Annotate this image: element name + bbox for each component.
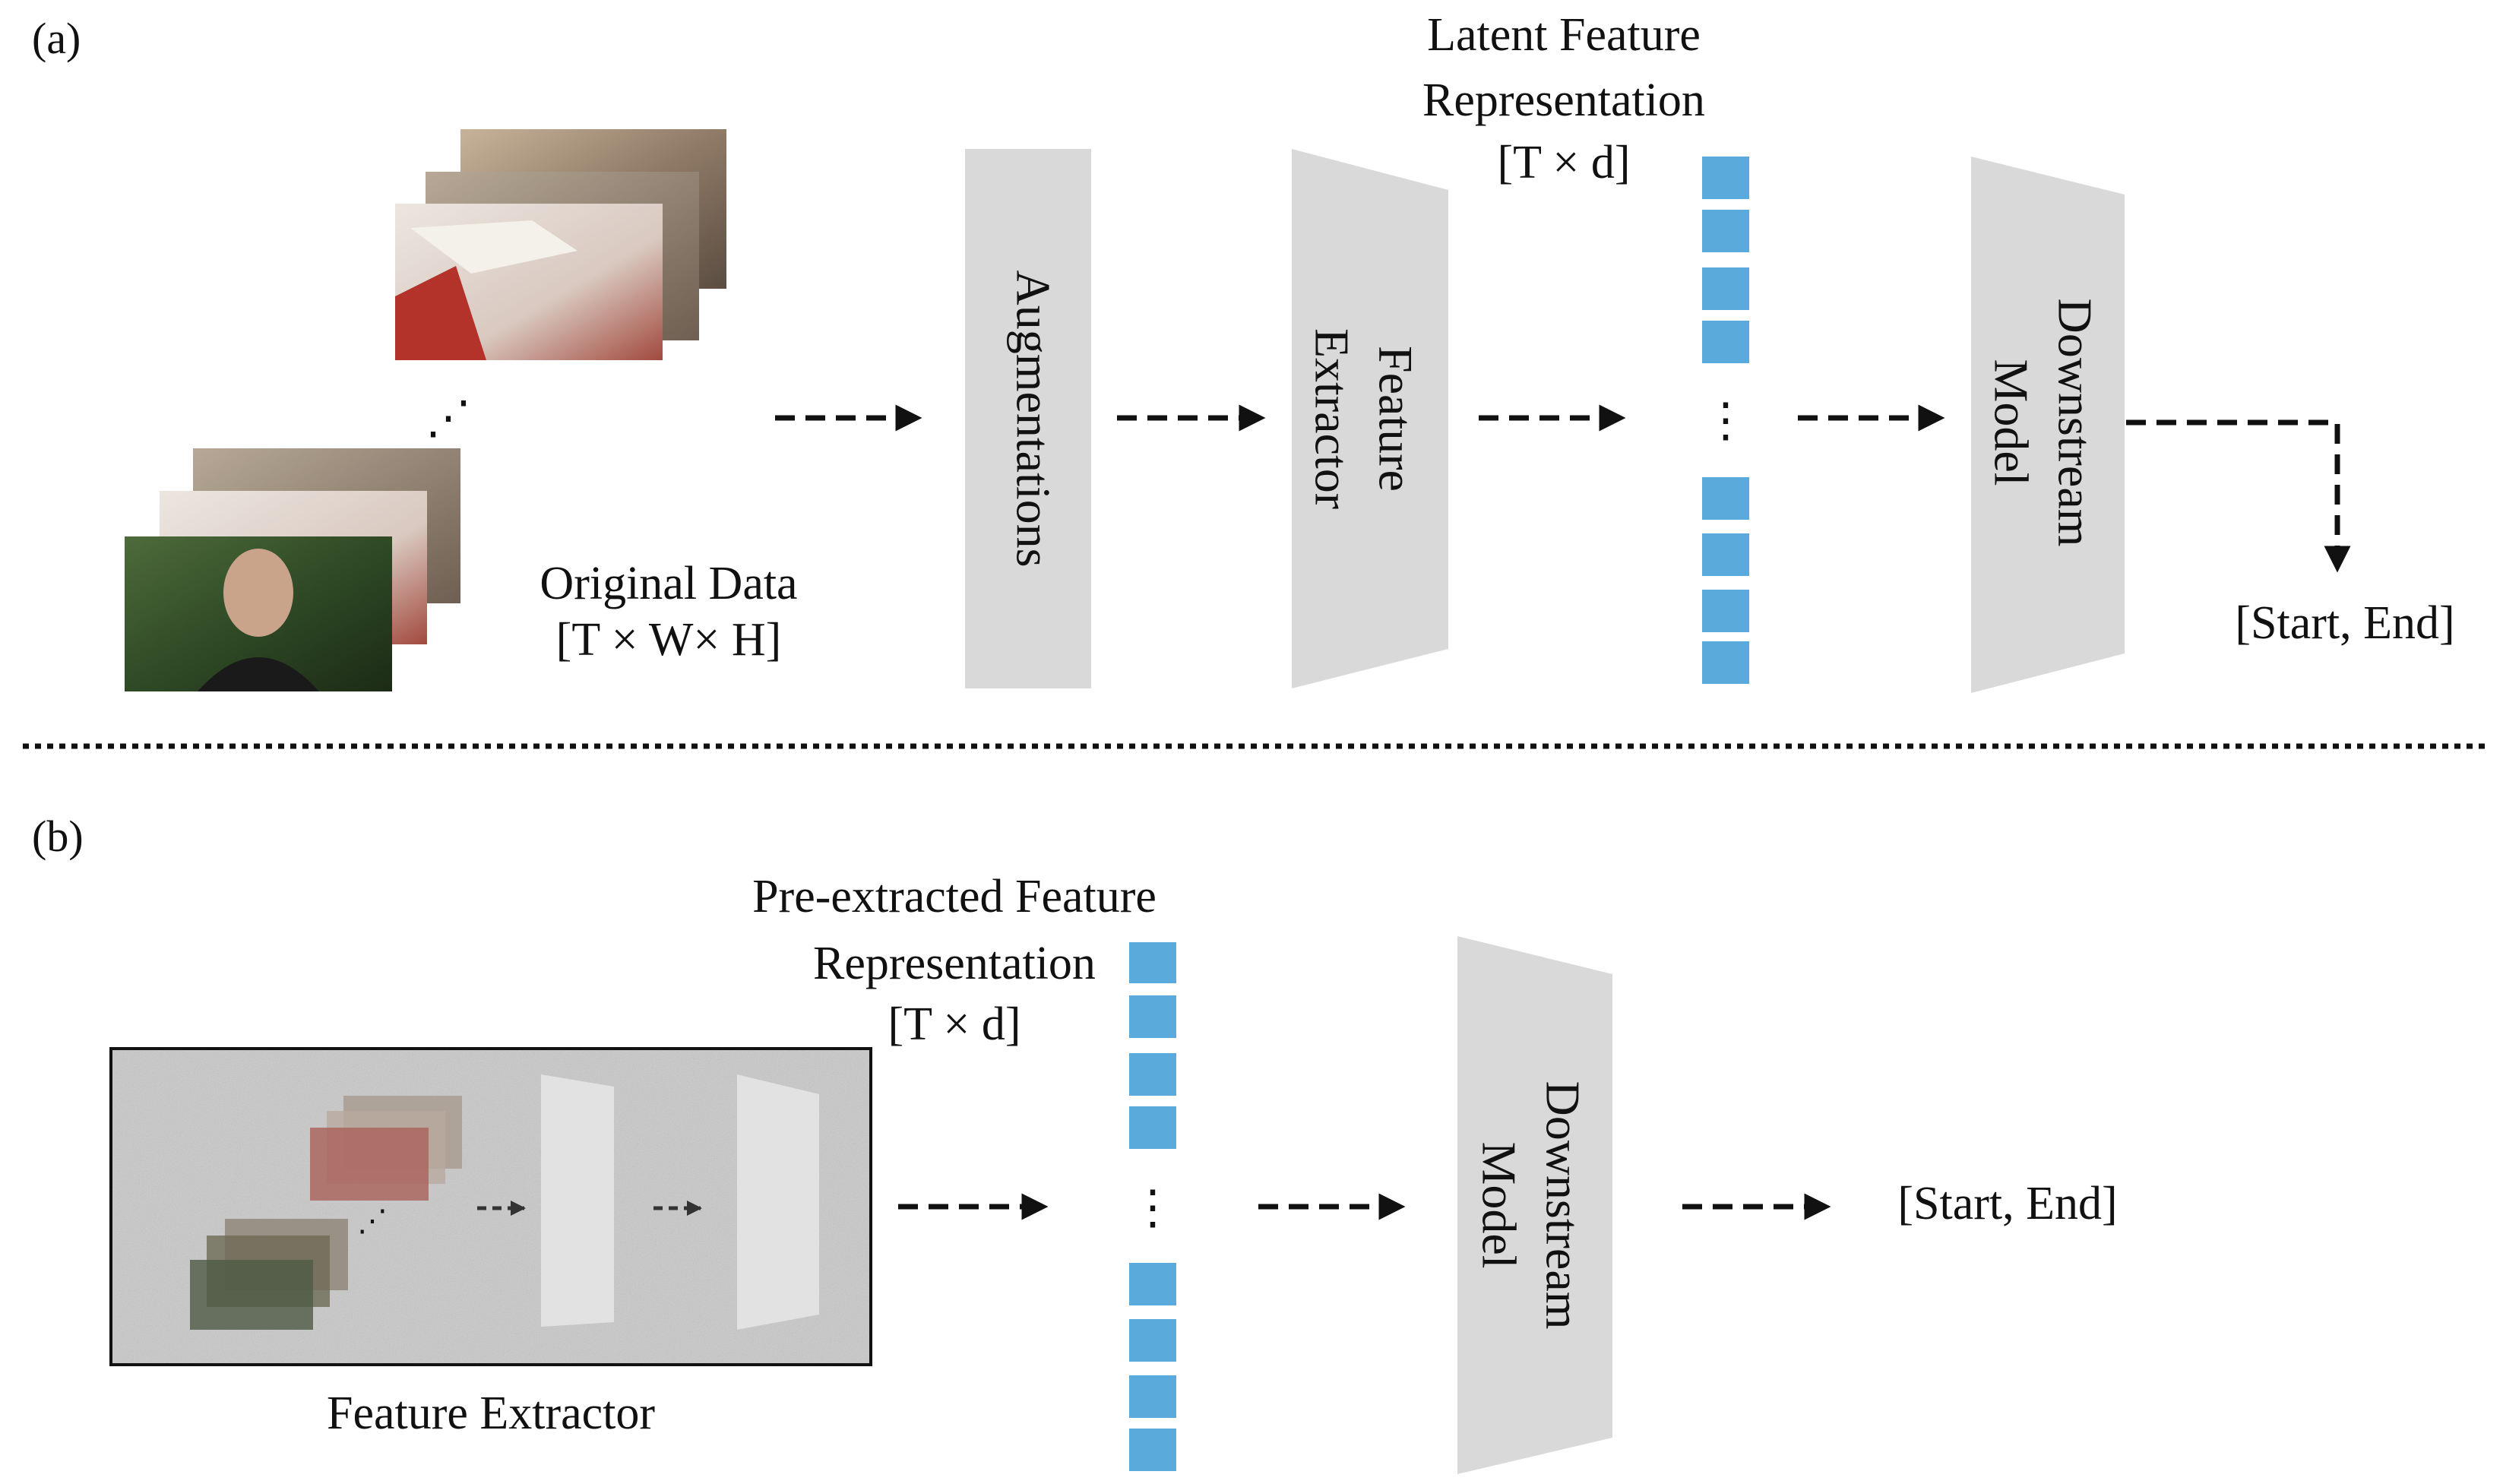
latent-feature-vector: ⋮ xyxy=(1702,157,1749,684)
downstream-model-trapezoid xyxy=(1971,157,2125,693)
feature-cell xyxy=(1129,995,1176,1038)
downstream-model-label-line2: Model xyxy=(1984,359,2038,486)
feature-cell xyxy=(1129,1263,1176,1305)
person-shoulders xyxy=(198,657,319,691)
downstream-model-label-line1: Downstream xyxy=(2048,298,2102,546)
downstream-model-trapezoid-b xyxy=(1457,936,1612,1474)
video-frame-detail xyxy=(395,266,486,360)
latent-feature-title-line1: Latent Feature xyxy=(1427,9,1701,61)
panel-a-label: (a) xyxy=(32,14,81,63)
feature-cell xyxy=(1129,1319,1176,1362)
augmentations-label: Augmentations xyxy=(1006,270,1060,567)
feature-cell xyxy=(1129,942,1176,983)
feature-extractor-label-line2: Extractor xyxy=(1305,328,1359,509)
face-in-frame xyxy=(223,549,293,637)
output-label-b: [Start, End] xyxy=(1897,1178,2117,1229)
feature-extractor-caption: Feature Extractor xyxy=(327,1387,655,1439)
augmentations-block xyxy=(965,149,1091,688)
faded-augmentations-block xyxy=(541,1074,614,1327)
arrow-downstream-to-output xyxy=(2126,419,2351,573)
feature-cell xyxy=(1702,267,1749,310)
panel-b: (b) Pre-extracted Feature Representation… xyxy=(32,812,2118,1474)
faded-feature-extractor-box: ⋰ xyxy=(109,1047,872,1366)
frames-ellipsis: ⋰ xyxy=(426,393,471,443)
feature-cell xyxy=(1702,533,1749,576)
panel-b-label: (b) xyxy=(32,812,84,861)
pre-extracted-feature-vector: ⋮ xyxy=(1129,942,1176,1471)
feature-cell xyxy=(1129,1106,1176,1149)
latent-feature-shape: [T × d] xyxy=(1497,137,1630,188)
video-frames-bottom-stack xyxy=(125,448,460,691)
feature-cell xyxy=(1702,477,1749,520)
pre-extracted-vector-ellipsis: ⋮ xyxy=(1129,1182,1176,1234)
downstream-model-b-label-line1: Downstream xyxy=(1536,1081,1590,1329)
feature-cell xyxy=(1702,157,1749,199)
faded-frames-ellipsis: ⋰ xyxy=(357,1204,388,1238)
pre-extracted-shape: [T × d] xyxy=(888,998,1021,1050)
feature-extractor-label-line1: Feature xyxy=(1369,346,1422,492)
latent-feature-title-line2: Representation xyxy=(1422,74,1705,126)
video-frames-top-stack xyxy=(395,129,726,360)
pre-extracted-title-line2: Representation xyxy=(813,938,1096,989)
feature-cell xyxy=(1702,590,1749,632)
faded-box-border xyxy=(109,1047,872,1366)
feature-cell xyxy=(1129,1053,1176,1096)
faded-video-frame xyxy=(190,1260,313,1330)
faded-video-frame xyxy=(310,1128,429,1201)
feature-cell xyxy=(1129,1429,1176,1471)
output-label: [Start, End] xyxy=(2235,597,2454,649)
feature-cell xyxy=(1129,1375,1176,1418)
faded-extractor-trapezoid xyxy=(737,1074,819,1330)
video-frame-detail xyxy=(410,220,577,274)
panel-a: (a) ⋰ Original Data [T × W× H] Augmentat… xyxy=(32,9,2455,693)
feature-extractor-trapezoid xyxy=(1292,149,1448,688)
original-data-title: Original Data xyxy=(540,558,797,609)
feature-cell xyxy=(1702,641,1749,684)
downstream-model-b-label-line2: Model xyxy=(1472,1141,1526,1268)
feature-vector-ellipsis: ⋮ xyxy=(1702,395,1749,447)
original-data-shape: [T × W× H] xyxy=(556,614,782,666)
feature-cell xyxy=(1702,321,1749,363)
feature-cell xyxy=(1702,210,1749,252)
pre-extracted-title-line1: Pre-extracted Feature xyxy=(752,871,1157,922)
